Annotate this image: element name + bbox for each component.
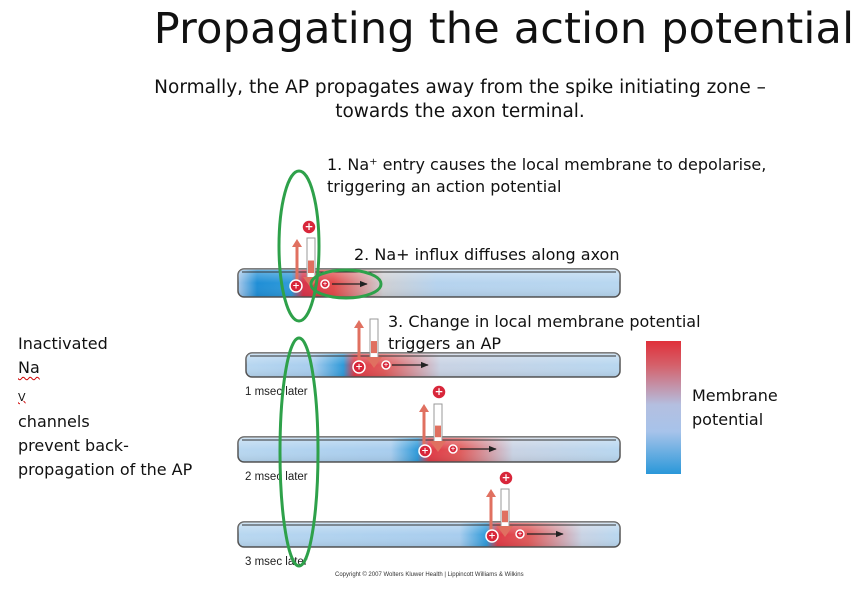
channel-3-sodium-ion-inside-sign: + (488, 532, 496, 542)
channel-2-sodium-ion-outside (431, 384, 447, 400)
note-pre: Inactivated (18, 334, 108, 353)
legend-label: Membrane potential (692, 384, 778, 432)
axon-tube-shade (238, 269, 620, 297)
axon-1msec (245, 352, 621, 378)
step-1-line-1: 1. Na⁺ entry causes the local membrane t… (327, 155, 767, 174)
channel-2-sodium-ion-diffusing (448, 444, 458, 454)
channel-0-sodium-ion-outside-sign: + (305, 221, 314, 233)
note-line-3: propagation of the AP (18, 460, 193, 480)
channel-2-sodium-ion-outside-sign: + (435, 386, 444, 398)
influx-diffusion-highlight (309, 268, 383, 300)
sodium-channel-markers: + + + + + + + + + + + (289, 219, 564, 543)
channel-0-influx-arrow-fill (308, 260, 314, 273)
channel-2-efflux-arrow-head (419, 404, 429, 412)
step-2-caption: 2. Na+ influx diffuses along axon (354, 245, 620, 264)
channel-1-sodium-ion-diffusing-sign: + (383, 362, 388, 369)
step-3-caption: 3. Change in local membrane potential tr… (388, 311, 748, 355)
channel-2-influx-arrow-head (430, 441, 446, 452)
initiation-zone-highlight (277, 169, 321, 323)
channel-3-sodium-ion-diffusing (515, 529, 525, 539)
axon-3msec (237, 521, 621, 548)
channel-3-influx-arrow-fill (502, 510, 508, 523)
subtitle: Normally, the AP propagates away from th… (100, 76, 820, 124)
channel-0-efflux-arrow-head (292, 239, 302, 247)
membrane-potential-colorbar (646, 341, 681, 474)
channel-3-sodium-ion-outside-sign: + (502, 472, 511, 484)
slide-title: Propagating the action potential (153, 4, 855, 54)
channel-0-sodium-ion-diffusing-sign: + (322, 281, 327, 288)
channel-0-sodium-ion-outside (301, 219, 317, 235)
channel-0-sodium-ion-inside-sign: + (292, 282, 300, 292)
channel-2-sodium-ion-inside (418, 444, 432, 458)
legend-line-1: Membrane (692, 386, 778, 405)
note-post: channels (18, 412, 90, 432)
subtitle-line-1: Normally, the AP propagates away from th… (154, 77, 766, 98)
channel-2-sodium-ion-inside-sign: + (421, 447, 429, 457)
inactivated-region-highlight (278, 336, 320, 568)
time-label-2: 2 msec later (245, 471, 308, 483)
channel-0-sodium-ion-inside (289, 279, 303, 293)
step-3-line-1: 3. Change in local membrane potential (388, 312, 701, 331)
copyright-notice: Copyright © 2007 Wolters Kluwer Health |… (335, 572, 524, 578)
channel-3-sodium-ion-outside (498, 470, 514, 486)
step-1-line-2: triggering an action potential (327, 177, 562, 196)
channel-1-sodium-ion-inside (352, 360, 366, 374)
note-line-2: prevent back- (18, 436, 129, 456)
axon-tube-shade (238, 522, 620, 547)
channel-3-efflux-arrow-head (486, 489, 496, 497)
channel-1-sodium-ion-diffusing (381, 360, 391, 370)
axon-initial (237, 268, 621, 298)
time-label-1: 1 msec later (245, 386, 308, 398)
nav-main: Na (18, 358, 40, 377)
channel-1-influx-arrow-head (366, 357, 382, 368)
channel-3-sodium-ion-inside (485, 529, 499, 543)
axon-tube-shade (246, 353, 620, 377)
channel-1-sodium-ion-inside-sign: + (355, 363, 363, 373)
step-1-caption: 1. Na⁺ entry causes the local membrane t… (327, 154, 797, 198)
channel-3-influx-arrow-head (497, 526, 513, 537)
legend-line-2: potential (692, 410, 764, 429)
step-3-line-2: triggers an AP (388, 334, 502, 353)
subtitle-line-2: towards the axon terminal. (335, 101, 585, 122)
channel-2-sodium-ion-diffusing-sign: + (450, 446, 455, 453)
channel-1-efflux-arrow-head (354, 320, 364, 328)
channel-3-sodium-ion-diffusing-sign: + (517, 531, 522, 538)
channel-2-influx-arrow-fill (435, 425, 441, 438)
channel-0-sodium-ion-diffusing (320, 279, 330, 289)
nav-subscript: V (18, 391, 26, 405)
channel-1-influx-arrow-fill (371, 341, 377, 354)
